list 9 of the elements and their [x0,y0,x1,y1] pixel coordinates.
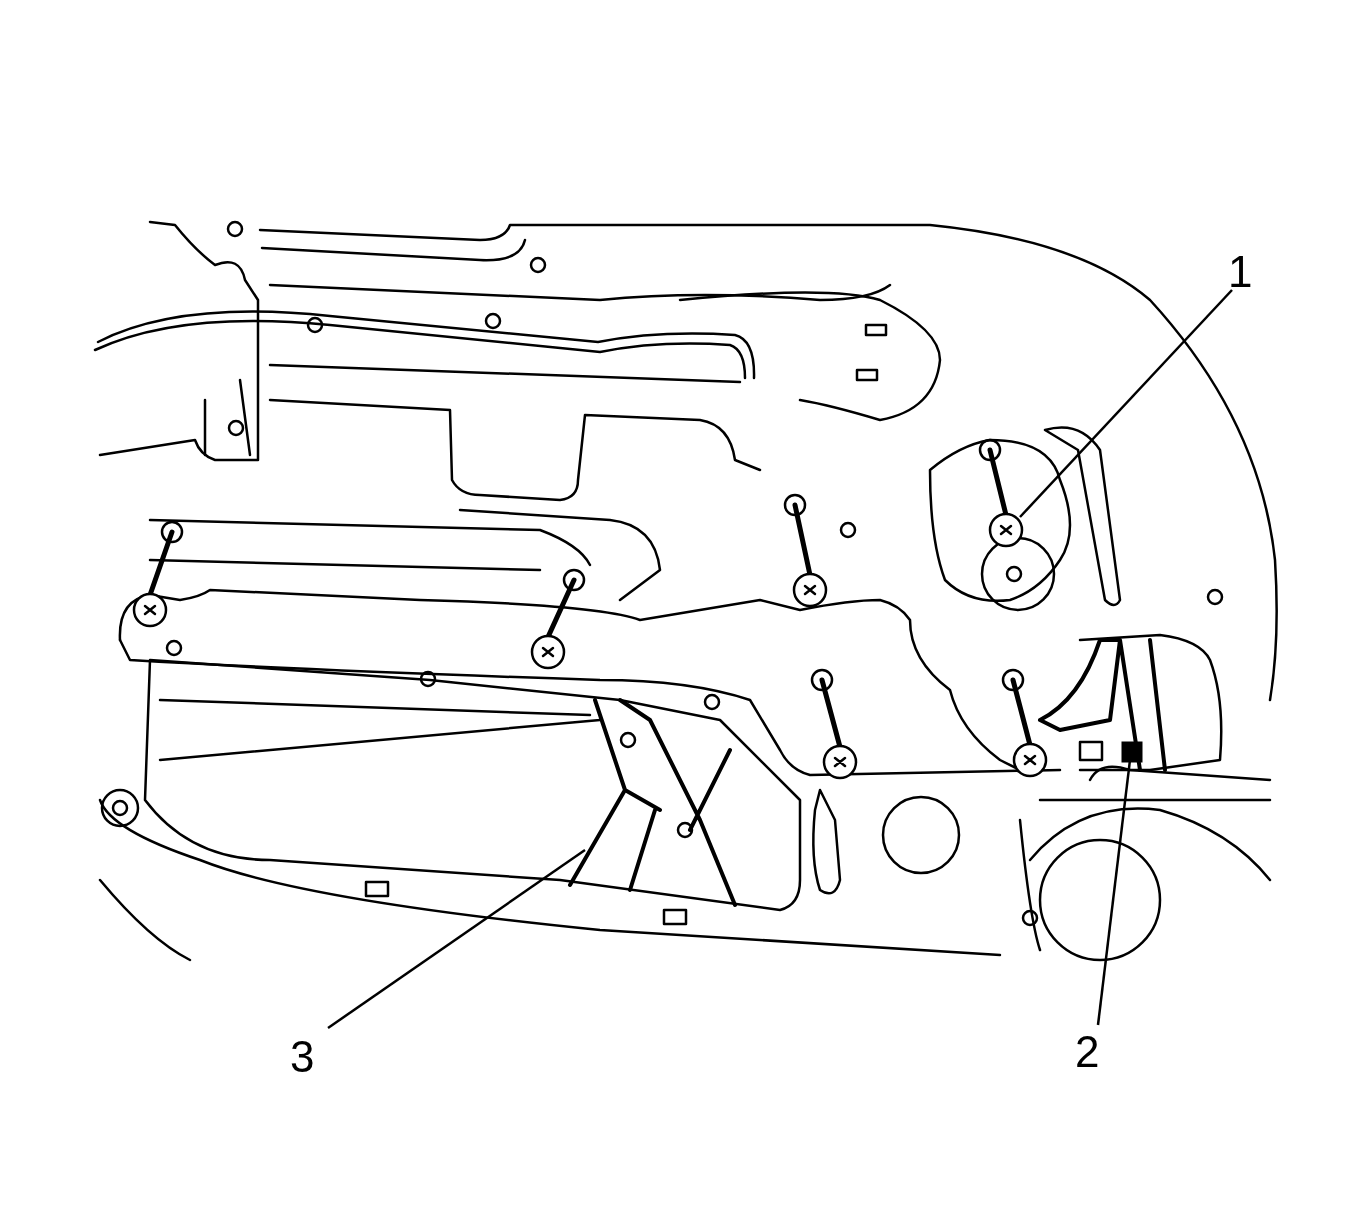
part-drawing [1038,638,1167,772]
callout-number: 1 [1228,250,1253,294]
part-drawing [978,438,1024,548]
leader-line [1096,759,1132,1026]
leader-line [1019,289,1233,518]
leader-line [327,848,586,1030]
part-drawing [568,698,737,907]
callout-number: 3 [290,1035,315,1079]
callout-number: 2 [1075,1030,1100,1074]
